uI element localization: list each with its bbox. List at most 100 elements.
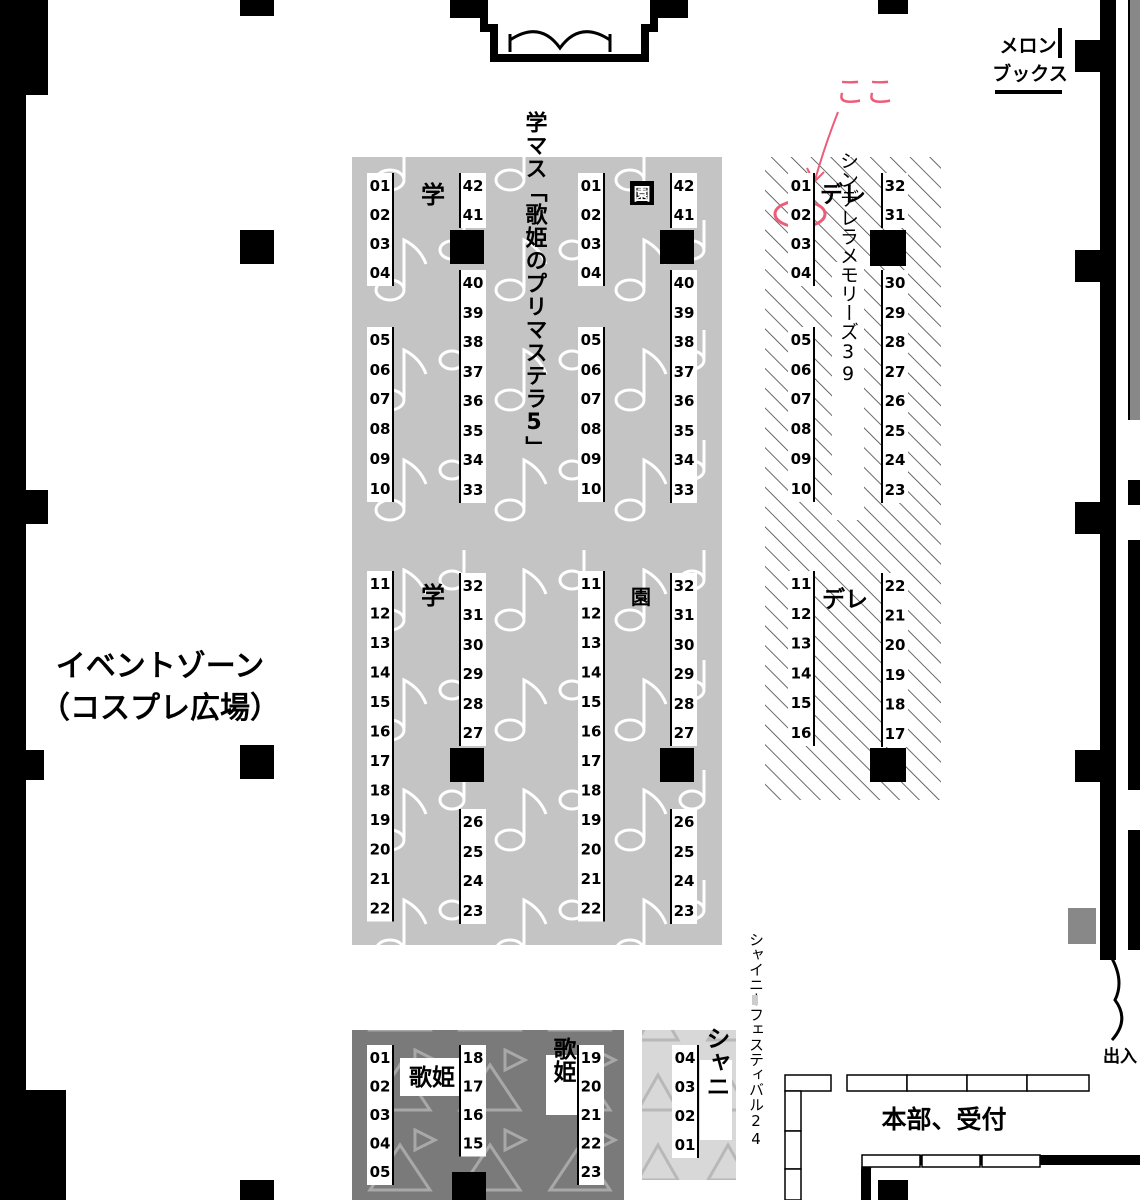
booth-number: 05 bbox=[791, 331, 812, 349]
booth-number: 25 bbox=[885, 422, 906, 440]
booth-number: 12 bbox=[370, 605, 391, 623]
booth-number: 16 bbox=[370, 723, 391, 741]
booth-number: 03 bbox=[581, 235, 602, 253]
booth-number: 41 bbox=[674, 206, 695, 224]
booth-number: 11 bbox=[370, 575, 391, 593]
booth-strip bbox=[671, 270, 697, 503]
booth-number: 24 bbox=[674, 872, 695, 890]
booth-number: 42 bbox=[674, 177, 695, 195]
booth-number: 03 bbox=[791, 235, 812, 253]
booth-number: 03 bbox=[370, 1106, 391, 1124]
booth-number: 30 bbox=[674, 636, 695, 654]
booth-number: 19 bbox=[581, 811, 602, 829]
shiny-label: シャニ bbox=[702, 1026, 730, 1098]
booth-number: 14 bbox=[370, 664, 391, 682]
booth-number: 09 bbox=[581, 450, 602, 468]
booth-number: 28 bbox=[674, 695, 695, 713]
booth-number: 38 bbox=[674, 333, 695, 351]
booth-strip bbox=[578, 1045, 604, 1185]
dere-label-1: デレ bbox=[820, 181, 866, 208]
booth-number: 16 bbox=[791, 724, 812, 742]
booth-number: 40 bbox=[674, 274, 695, 292]
booth-number: 14 bbox=[581, 664, 602, 682]
booth-number: 01 bbox=[675, 1136, 696, 1154]
booth-number: 21 bbox=[885, 607, 906, 625]
booth-number: 23 bbox=[885, 481, 906, 499]
booth-number: 30 bbox=[885, 274, 906, 292]
booth-number: 09 bbox=[791, 450, 812, 468]
booth-strip bbox=[671, 573, 697, 746]
melon-label-1: メロン bbox=[999, 35, 1056, 57]
booth-number: 11 bbox=[581, 575, 602, 593]
booth-strip bbox=[460, 173, 486, 228]
booth-number: 10 bbox=[791, 480, 812, 498]
booth-number: 22 bbox=[885, 577, 906, 595]
utahime-label-1: 歌姫 bbox=[409, 1064, 455, 1091]
booth-number: 32 bbox=[885, 177, 906, 195]
booth-number: 08 bbox=[370, 420, 391, 438]
booth-number: 36 bbox=[463, 392, 484, 410]
booth-number: 40 bbox=[463, 274, 484, 292]
booth-number: 14 bbox=[791, 664, 812, 682]
booth-number: 12 bbox=[581, 605, 602, 623]
en-label-2: 園 bbox=[631, 585, 651, 609]
booth-strip bbox=[367, 1045, 393, 1185]
booth-strip bbox=[671, 809, 697, 924]
booth-strip bbox=[578, 571, 604, 922]
booth-strip bbox=[460, 270, 486, 503]
booth-number: 25 bbox=[463, 843, 484, 861]
booth-number: 06 bbox=[791, 361, 812, 379]
booth-number: 39 bbox=[674, 304, 695, 322]
utahime-label-2: 歌姫 bbox=[549, 1036, 577, 1084]
booth-number: 07 bbox=[791, 390, 812, 408]
booth-strip bbox=[578, 173, 604, 286]
booth-number: 18 bbox=[370, 782, 391, 800]
booth-number: 21 bbox=[581, 1106, 602, 1124]
booth-strip bbox=[367, 327, 393, 502]
booth-number: 28 bbox=[885, 333, 906, 351]
booth-number: 32 bbox=[674, 577, 695, 595]
booth-number: 28 bbox=[463, 695, 484, 713]
booth-number: 31 bbox=[463, 606, 484, 624]
booth-number: 20 bbox=[370, 841, 391, 859]
booth-number: 23 bbox=[674, 902, 695, 920]
booth-strip bbox=[788, 571, 814, 746]
booth-number: 39 bbox=[463, 304, 484, 322]
gaku-label-1: 学 bbox=[421, 181, 445, 209]
booth-number: 01 bbox=[370, 177, 391, 195]
booth-number: 38 bbox=[463, 333, 484, 351]
booth-number: 37 bbox=[674, 363, 695, 381]
annotation-text: ここ bbox=[835, 75, 895, 110]
booth-number: 09 bbox=[370, 450, 391, 468]
gakumas-block: 学 園 学 園 学マス「歌姫のプリマステラ5」 bbox=[352, 110, 722, 945]
here-annotation: ここ bbox=[773, 75, 895, 229]
booth-number: 29 bbox=[674, 665, 695, 683]
booth-number: 35 bbox=[674, 422, 695, 440]
booth-number: 04 bbox=[581, 264, 602, 282]
booth-number: 01 bbox=[370, 1049, 391, 1067]
event-zone-label: イベントゾーン bbox=[56, 649, 265, 684]
booth-number: 02 bbox=[581, 206, 602, 224]
booth-number: 27 bbox=[674, 724, 695, 742]
dere-label-2: デレ bbox=[822, 586, 868, 613]
gakumas-title: 学マス「歌姫のプリマステラ5」 bbox=[522, 110, 548, 459]
booth-number: 03 bbox=[370, 235, 391, 253]
booth-number: 18 bbox=[463, 1049, 484, 1067]
booth-number: 15 bbox=[791, 694, 812, 712]
booth-number: 04 bbox=[791, 264, 812, 282]
booth-number: 15 bbox=[463, 1135, 484, 1153]
booth-number: 01 bbox=[791, 177, 812, 195]
shiny-block: シャニ シャイニーフェスティバル24 bbox=[642, 932, 765, 1180]
booth-number: 24 bbox=[885, 451, 906, 469]
booth-number: 21 bbox=[370, 870, 391, 888]
booth-number: 26 bbox=[885, 392, 906, 410]
booth-number: 20 bbox=[581, 841, 602, 859]
booth-strip bbox=[882, 573, 908, 747]
booth-number: 19 bbox=[581, 1049, 602, 1067]
booth-number: 07 bbox=[581, 390, 602, 408]
booth-number: 21 bbox=[581, 870, 602, 888]
booth-number: 23 bbox=[581, 1163, 602, 1181]
booth-number: 33 bbox=[463, 481, 484, 499]
